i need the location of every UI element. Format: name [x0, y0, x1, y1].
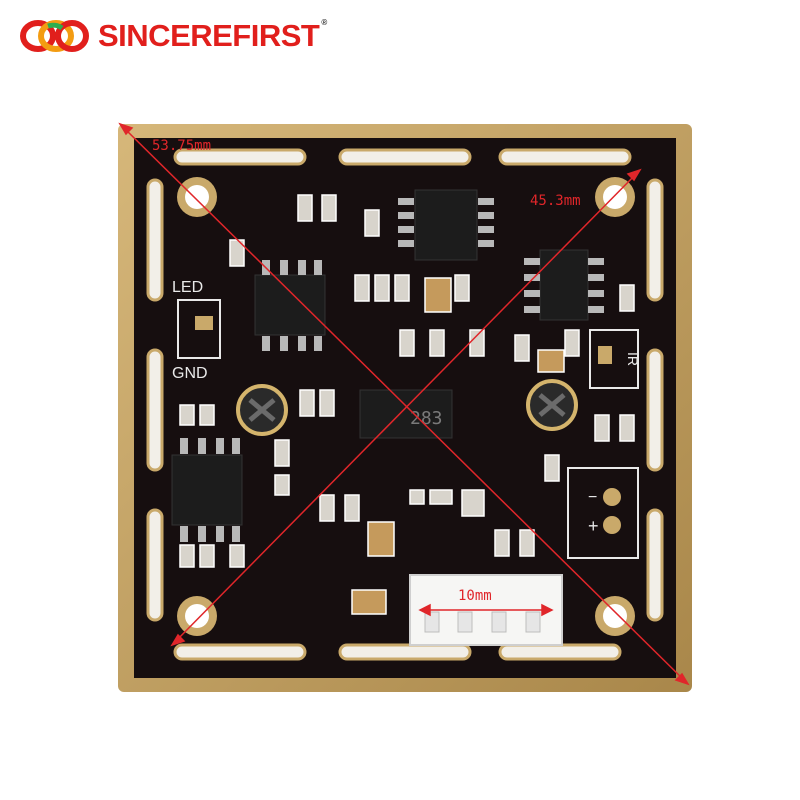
measure-diagonal-1: 53.75mm [152, 138, 211, 154]
chip-code: 283 [410, 408, 443, 429]
registered-mark: ® [321, 18, 327, 27]
measurement-lines [118, 122, 690, 686]
label-led: LED [172, 279, 203, 296]
measure-diagonal-2: 45.3mm [530, 193, 581, 209]
brand-ring-icon [20, 20, 89, 52]
brand-name: SINCEREFIRST® [98, 18, 327, 53]
lens-screws [236, 379, 578, 436]
solder-pads [195, 316, 621, 534]
mounting-holes [177, 177, 635, 636]
measure-connector-width: 10mm [458, 588, 492, 604]
edge-slots [146, 148, 664, 661]
capacitors [351, 277, 565, 615]
ic-pins [180, 198, 604, 542]
label-minus: − [588, 489, 597, 506]
label-ir: IR [625, 352, 641, 366]
passive-components [179, 194, 635, 568]
silkscreen-outlines [177, 299, 639, 559]
label-plus: + [588, 516, 599, 536]
label-gnd: GND [172, 365, 208, 382]
ic-chips [171, 189, 589, 526]
brand-logo: SINCEREFIRST® [18, 14, 327, 58]
